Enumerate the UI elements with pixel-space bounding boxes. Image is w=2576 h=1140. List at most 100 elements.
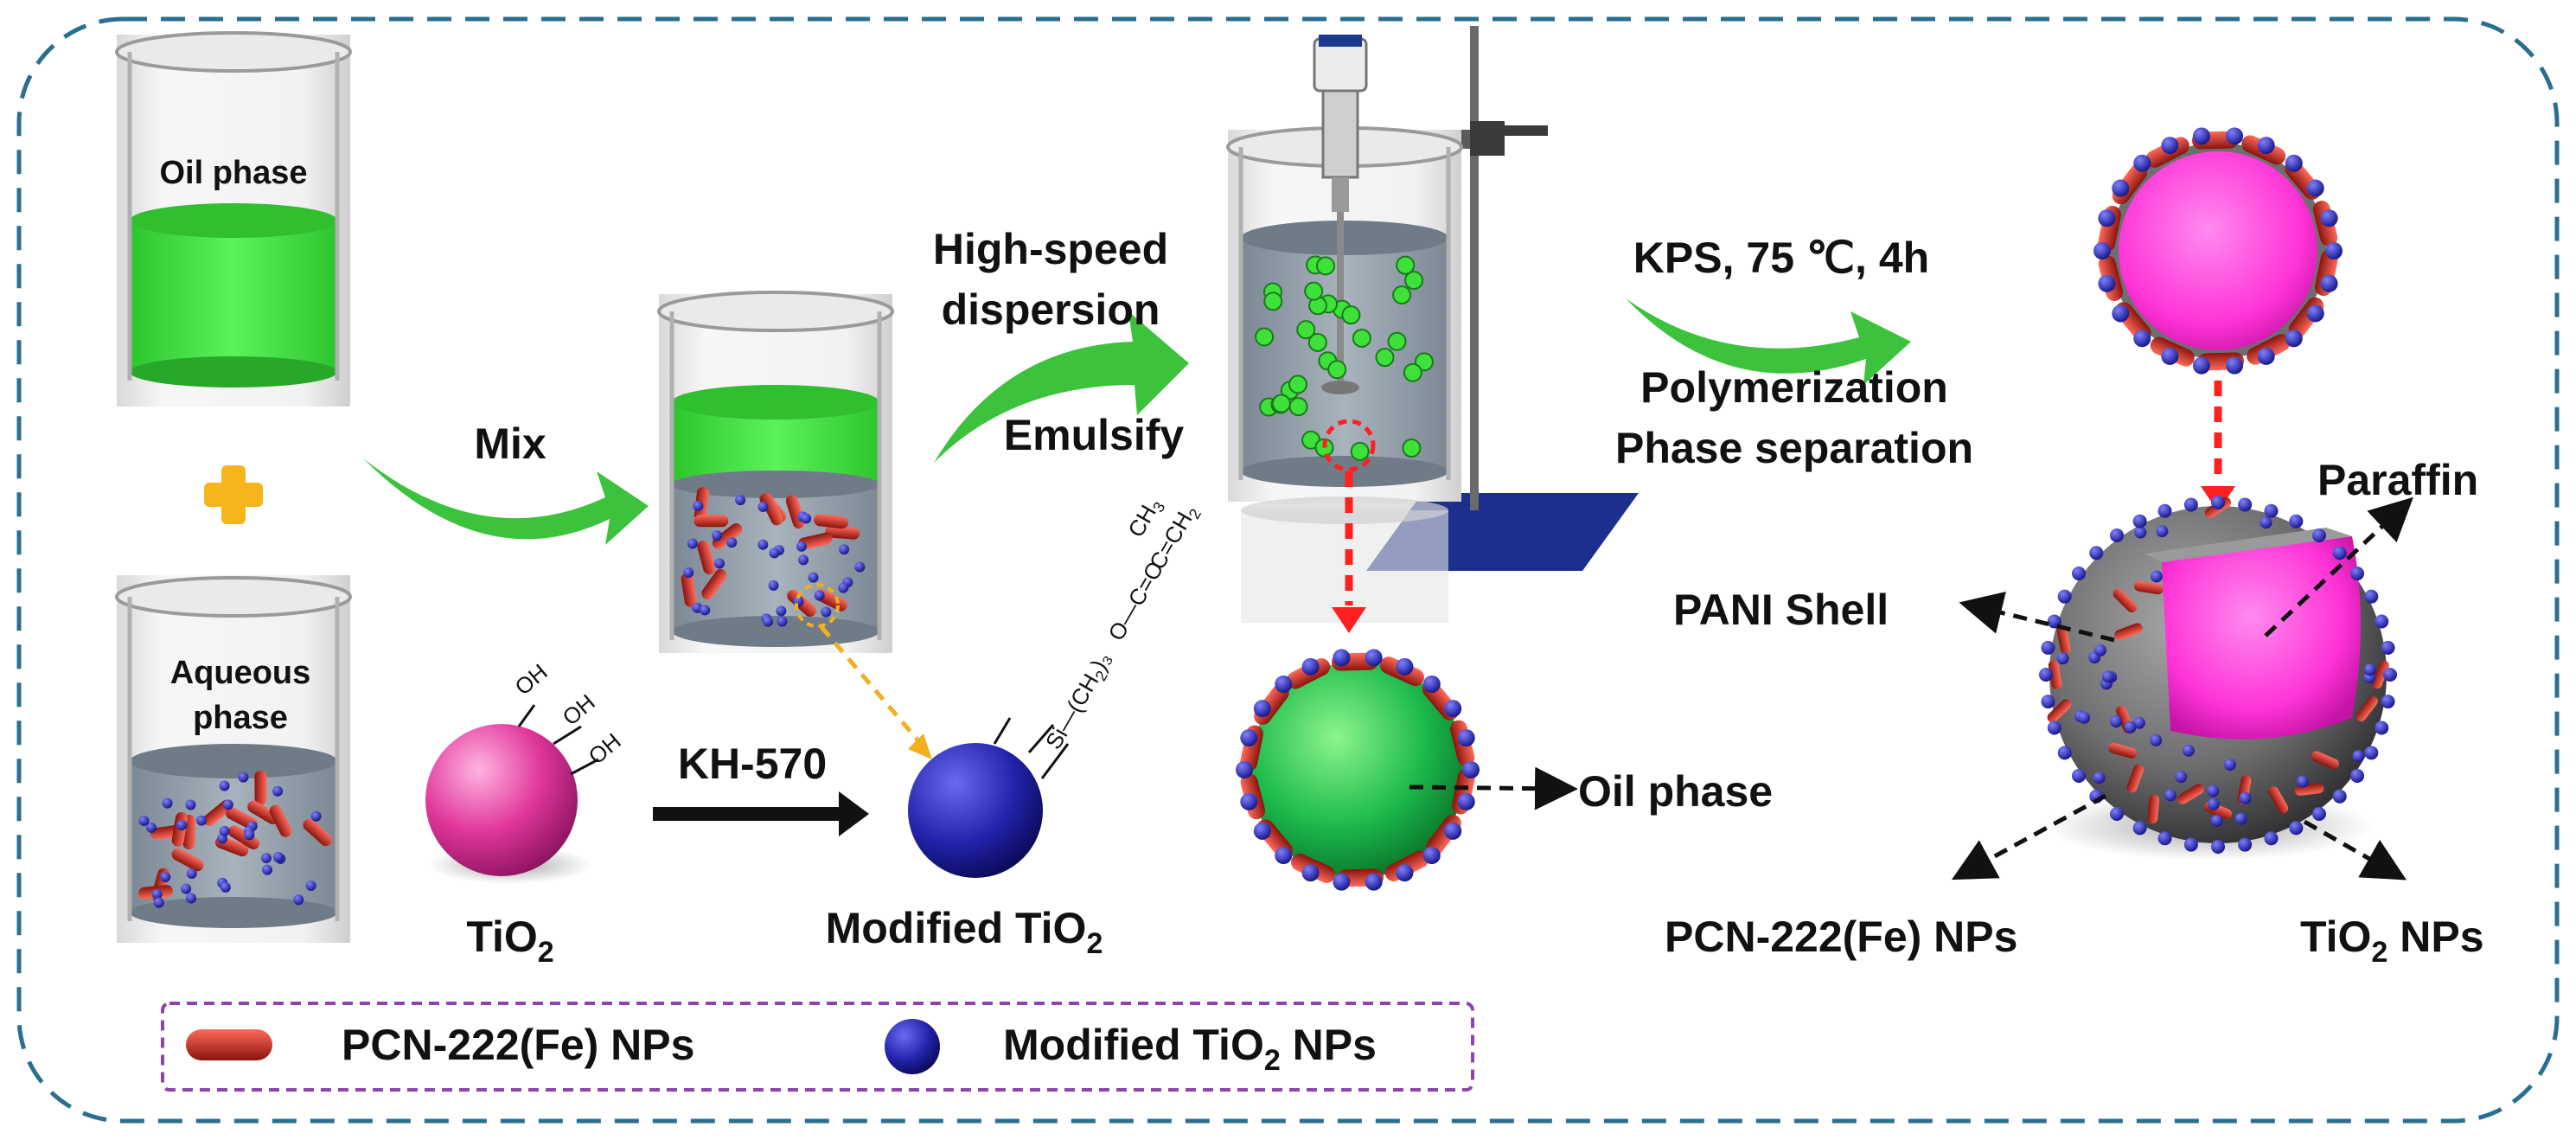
- pcn-rod: [2177, 784, 2204, 804]
- tio2-particle: [2183, 837, 2198, 852]
- oil-phase-beaker: Oil phase: [115, 31, 352, 407]
- pcn-rod: [760, 492, 783, 526]
- tio2-particle: [2260, 516, 2272, 529]
- tio2-nps-label: TiO2 NPs: [2300, 913, 2484, 969]
- tio2-particle: [693, 500, 704, 511]
- tio2-particle: [796, 541, 807, 552]
- tio2-particle: [186, 893, 197, 904]
- tio2-particle: [2056, 652, 2069, 665]
- pcn-rod: [798, 532, 833, 550]
- emulsion-droplet: [1327, 360, 1347, 380]
- tio2-particle: [2094, 644, 2107, 656]
- tio2-particle: [2047, 721, 2061, 735]
- tio2-particle: [763, 616, 774, 627]
- pcn-rod: [2108, 742, 2138, 759]
- tio2-particle: [712, 530, 723, 541]
- paraffin-pointer: Paraffin: [2264, 456, 2478, 637]
- tio2-particle: [2264, 503, 2279, 518]
- plus-icon: [204, 465, 263, 524]
- tio2-particle: [272, 852, 284, 863]
- tio2-particle: [1333, 649, 1351, 667]
- pcn-rod: [247, 800, 279, 824]
- tio2-particle: [757, 501, 769, 512]
- tio2-particle: [1275, 675, 1293, 693]
- pcn-rod: [825, 525, 860, 540]
- tio2-particle: [138, 815, 150, 826]
- silane-chain: Si—(CH2)₃ O—C=O C=CH2 CH3: [1040, 499, 1205, 753]
- tio2-particle: [260, 853, 272, 864]
- emulsion-droplet: [1307, 332, 1327, 352]
- pcn-rod: [269, 804, 292, 837]
- tio2-particle: [2175, 771, 2188, 784]
- tio2-particle: [2238, 837, 2253, 852]
- tio2-particle: [146, 822, 157, 833]
- pickering-droplet: [1236, 649, 1480, 891]
- tio2-particle: [2156, 525, 2169, 538]
- tio2-particle: [2285, 154, 2303, 172]
- tio2-particle: [2364, 589, 2379, 604]
- mix-label: Mix: [474, 419, 547, 468]
- pcn-rod: [814, 514, 849, 529]
- tio2-particle: [272, 785, 284, 797]
- tio2-particle: [821, 606, 832, 618]
- polymerization-arrow: KPS, 75 ℃, 4h Polymerization Phase separ…: [1615, 234, 1973, 472]
- tio2-particle: [185, 799, 196, 810]
- tio2-particle: [2238, 497, 2253, 512]
- droplet-zoom-marker: [1322, 419, 1376, 472]
- emulsion-droplet: [1402, 439, 1422, 458]
- emulsion-droplet: [1352, 328, 1371, 348]
- tio2-particle: [2041, 640, 2055, 655]
- tio2-particle: [2150, 733, 2163, 746]
- emulsion-droplet: [1404, 271, 1424, 291]
- tio2-particle: [777, 616, 788, 627]
- pcn-rod: [2371, 660, 2390, 689]
- tio2-particle: [2332, 789, 2347, 804]
- tio2-particle: [1301, 657, 1320, 676]
- tio2-particle: [2110, 528, 2125, 543]
- tio2-particle: [2311, 528, 2326, 543]
- tio2-particle: [2210, 814, 2223, 827]
- pcn-rod: [2126, 764, 2145, 793]
- tio2-particle: [1396, 864, 1414, 882]
- kh570-label: KH-570: [678, 740, 827, 788]
- aqueous-phase-beaker: Aqueous phase: [115, 575, 352, 943]
- tio2-particle: [1365, 873, 1383, 891]
- tio2-pointer: TiO2 NPs: [2300, 819, 2484, 969]
- aqueous-label-line2: phase: [193, 700, 288, 736]
- pcn-rod: [2355, 695, 2378, 722]
- pani-shell-label: PANI Shell: [1673, 586, 1889, 634]
- tio2-particle: [2296, 775, 2309, 788]
- tio2-particle: [222, 799, 233, 810]
- tio2-particle: [2352, 750, 2365, 763]
- tio2-particle: [244, 829, 255, 841]
- oh-label-1: OH: [510, 659, 553, 701]
- tio2-particle: [1301, 864, 1320, 882]
- tio2-particle: [2110, 806, 2125, 821]
- pcn-rod: [2047, 699, 2072, 723]
- phase-separation-label: Phase separation: [1615, 424, 1973, 472]
- kh570-arrow: KH-570: [653, 740, 869, 836]
- tio2-particle: [2157, 831, 2172, 846]
- pcn-rod: [701, 568, 727, 600]
- tio2-particle: [2132, 716, 2145, 729]
- tio2-particle: [2306, 179, 2324, 197]
- emulsion-droplet: [1296, 320, 1316, 340]
- tio2-particle: [2041, 695, 2055, 709]
- emulsion-droplet: [1271, 394, 1291, 413]
- tio2-particle: [220, 881, 231, 893]
- tio2-particle: [1240, 792, 1258, 810]
- tio2-particle: [1253, 700, 1271, 718]
- tio2-particle: [1333, 873, 1351, 891]
- tio2-particle: [2311, 806, 2326, 821]
- tio2-particle: [186, 868, 197, 879]
- tio2-particle: [2234, 812, 2247, 825]
- tio2-particle: [2383, 668, 2397, 682]
- modified-tio2-label: Modified TiO2: [826, 904, 1103, 960]
- tio2-sphere: OH OH OH TiO2: [425, 659, 626, 969]
- tio2-particle: [195, 815, 207, 826]
- tio2-particle: [801, 513, 812, 524]
- homogenizer-apparatus: [1226, 26, 1639, 623]
- tio2-particle: [2364, 746, 2379, 760]
- tio2-particle: [2161, 347, 2179, 365]
- tio2-particle: [2093, 242, 2111, 259]
